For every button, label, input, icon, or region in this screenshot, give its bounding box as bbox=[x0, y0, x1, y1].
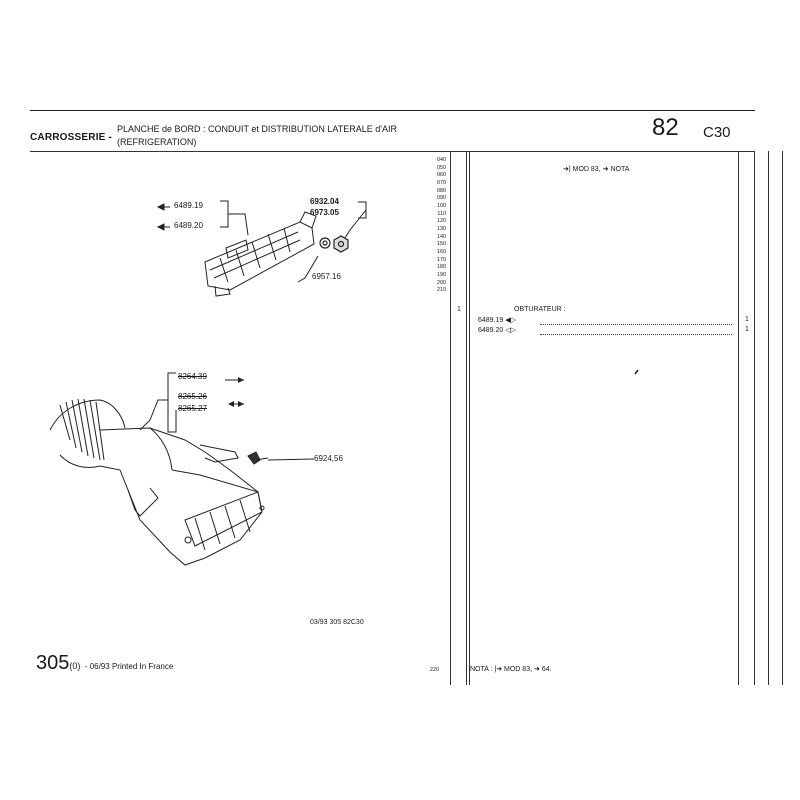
ref-label: 6973.05 bbox=[310, 208, 339, 217]
footer-print-info: 305(0) - 06/93 Printed In France bbox=[36, 652, 173, 675]
ref-label: 6489.20 bbox=[174, 221, 203, 230]
footer-note: NOTA : |➜ MOD 83, ➜ 64. bbox=[470, 665, 552, 673]
arrow-icons bbox=[156, 203, 170, 231]
arrow-icon: ➜ bbox=[602, 166, 609, 173]
row-number: 110 bbox=[437, 210, 446, 217]
ref-label: 6932.04 bbox=[310, 197, 339, 206]
title-line-1: PLANCHE de BORD : CONDUIT et DISTRIBUTIO… bbox=[117, 124, 397, 134]
model-sub: (0) bbox=[69, 661, 81, 671]
leader-dots bbox=[540, 334, 732, 335]
nut-washer-drawing bbox=[319, 235, 349, 253]
double-arrow-outline-icon: ◁▷ bbox=[505, 327, 517, 334]
grid-line bbox=[450, 151, 451, 685]
row-number: 050 bbox=[437, 164, 446, 171]
grid-line bbox=[782, 151, 783, 685]
section-title: CARROSSERIE - bbox=[30, 132, 113, 143]
part-qty: 1 bbox=[745, 316, 749, 323]
ref-label-struck: 8265.27 bbox=[178, 404, 207, 413]
title-line-2: (REFRIGERATION) bbox=[117, 137, 197, 147]
grid-line bbox=[768, 151, 769, 685]
print-info: - 06/93 Printed In France bbox=[84, 662, 174, 671]
top-note-text: MOD 83, bbox=[572, 166, 601, 173]
row-number: 200 bbox=[437, 279, 446, 286]
footer-note-start: NOTA : bbox=[470, 666, 493, 673]
footer-note-end: 64. bbox=[541, 666, 552, 673]
row-number: 160 bbox=[437, 249, 446, 256]
row-number: 150 bbox=[437, 241, 446, 248]
row-number: 090 bbox=[437, 195, 446, 202]
part-row-2: 6489.20 ◁▷ bbox=[478, 326, 516, 334]
ref-label: 6489.19 bbox=[174, 201, 203, 210]
footer-note-mid: MOD 83, bbox=[504, 666, 533, 673]
model-number: 305 bbox=[36, 652, 70, 674]
screw-drawing bbox=[247, 451, 269, 465]
double-arrow-filled-icon: ◀▷ bbox=[505, 317, 517, 324]
top-note: ➜| MOD 83, ➜ NOTA bbox=[563, 165, 629, 173]
row-number: 170 bbox=[437, 256, 446, 263]
grid-line bbox=[469, 151, 470, 685]
item-title: OBTURATEUR : bbox=[514, 306, 566, 313]
row-number: 130 bbox=[437, 226, 446, 233]
part-ref: 6489.20 bbox=[478, 327, 504, 334]
arrow-icons bbox=[228, 377, 244, 407]
row-number: 070 bbox=[437, 180, 446, 187]
part-row-1: 6489.19 ◀▷ bbox=[478, 316, 516, 324]
leader-dots bbox=[540, 324, 732, 325]
part-ref: 6489.19 bbox=[478, 317, 504, 324]
header-rule bbox=[30, 110, 755, 111]
table-top-rule bbox=[30, 151, 755, 152]
ref-label: 6924,56 bbox=[314, 454, 343, 463]
group-code: C30 bbox=[703, 124, 731, 141]
row-number-last: 220 bbox=[430, 667, 439, 673]
page-number: 82 bbox=[652, 114, 679, 141]
top-note-end: NOTA bbox=[610, 166, 630, 173]
item-number: 1 bbox=[457, 306, 461, 313]
grid-line bbox=[466, 151, 467, 685]
row-number: 180 bbox=[437, 264, 446, 271]
row-number: 060 bbox=[437, 172, 446, 179]
grid-line bbox=[738, 151, 739, 685]
arrow-bar-icon: |➜ bbox=[494, 666, 503, 673]
row-number: 120 bbox=[437, 218, 446, 225]
arrow-icon: ➜ bbox=[534, 666, 540, 673]
row-number: 210 bbox=[437, 287, 446, 294]
doc-reference: 03/93 305 82C30 bbox=[310, 619, 364, 626]
grid-line bbox=[754, 151, 755, 685]
arrow-bar-icon: ➜| bbox=[563, 166, 571, 173]
ref-label-struck: 8265.26 bbox=[178, 392, 207, 401]
page-title: PLANCHE de BORD : CONDUIT et DISTRIBUTIO… bbox=[117, 123, 397, 149]
row-number: 040 bbox=[437, 157, 446, 163]
ref-label-struck: 8264.39 bbox=[178, 372, 207, 381]
row-number: 080 bbox=[437, 187, 446, 194]
part-qty: 1 bbox=[745, 326, 749, 333]
obturator-drawing bbox=[204, 211, 317, 297]
ref-label: 6957.16 bbox=[312, 272, 341, 281]
row-number: 190 bbox=[437, 272, 446, 279]
row-number: 140 bbox=[437, 233, 446, 240]
row-number: 100 bbox=[437, 203, 446, 210]
air-duct-drawing bbox=[49, 398, 265, 566]
